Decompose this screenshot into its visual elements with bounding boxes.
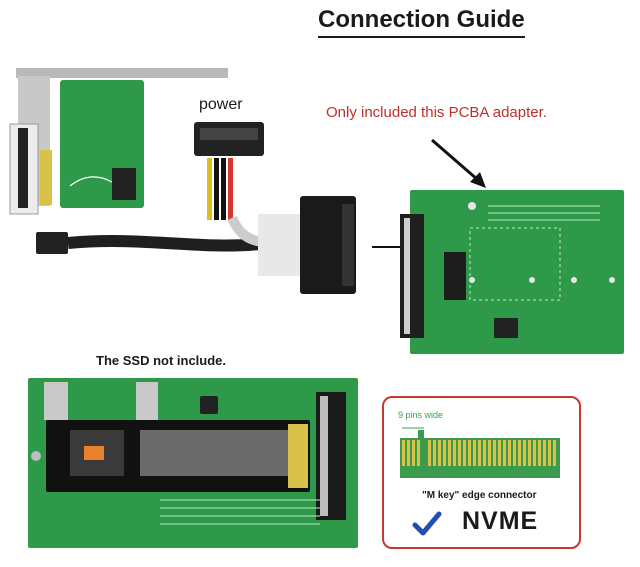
- pcba-adapter-image: [400, 190, 624, 354]
- page-title: Connection Guide: [318, 6, 525, 38]
- adapter-with-ssd-image: [28, 378, 358, 548]
- m-key-caption: "M key" edge connector: [422, 490, 537, 501]
- power-label: power: [199, 96, 243, 113]
- nvme-label: NVME: [462, 507, 539, 535]
- edge-connector-illustration: [400, 427, 560, 478]
- ssd-note: The SSD not include.: [96, 353, 227, 368]
- pcba-note: Only included this PCBA adapter.: [326, 104, 547, 121]
- pins-wide-label: 9 pins wide: [398, 410, 444, 420]
- power-connector-image: [194, 122, 264, 220]
- m-key-panel: 9 pins wide "M key" edge connector NVME: [382, 396, 581, 549]
- pcie-card-image: [9, 68, 228, 215]
- checkmark-icon: [412, 511, 442, 536]
- cable-image: [36, 196, 356, 294]
- arrow-icon: [431, 138, 486, 188]
